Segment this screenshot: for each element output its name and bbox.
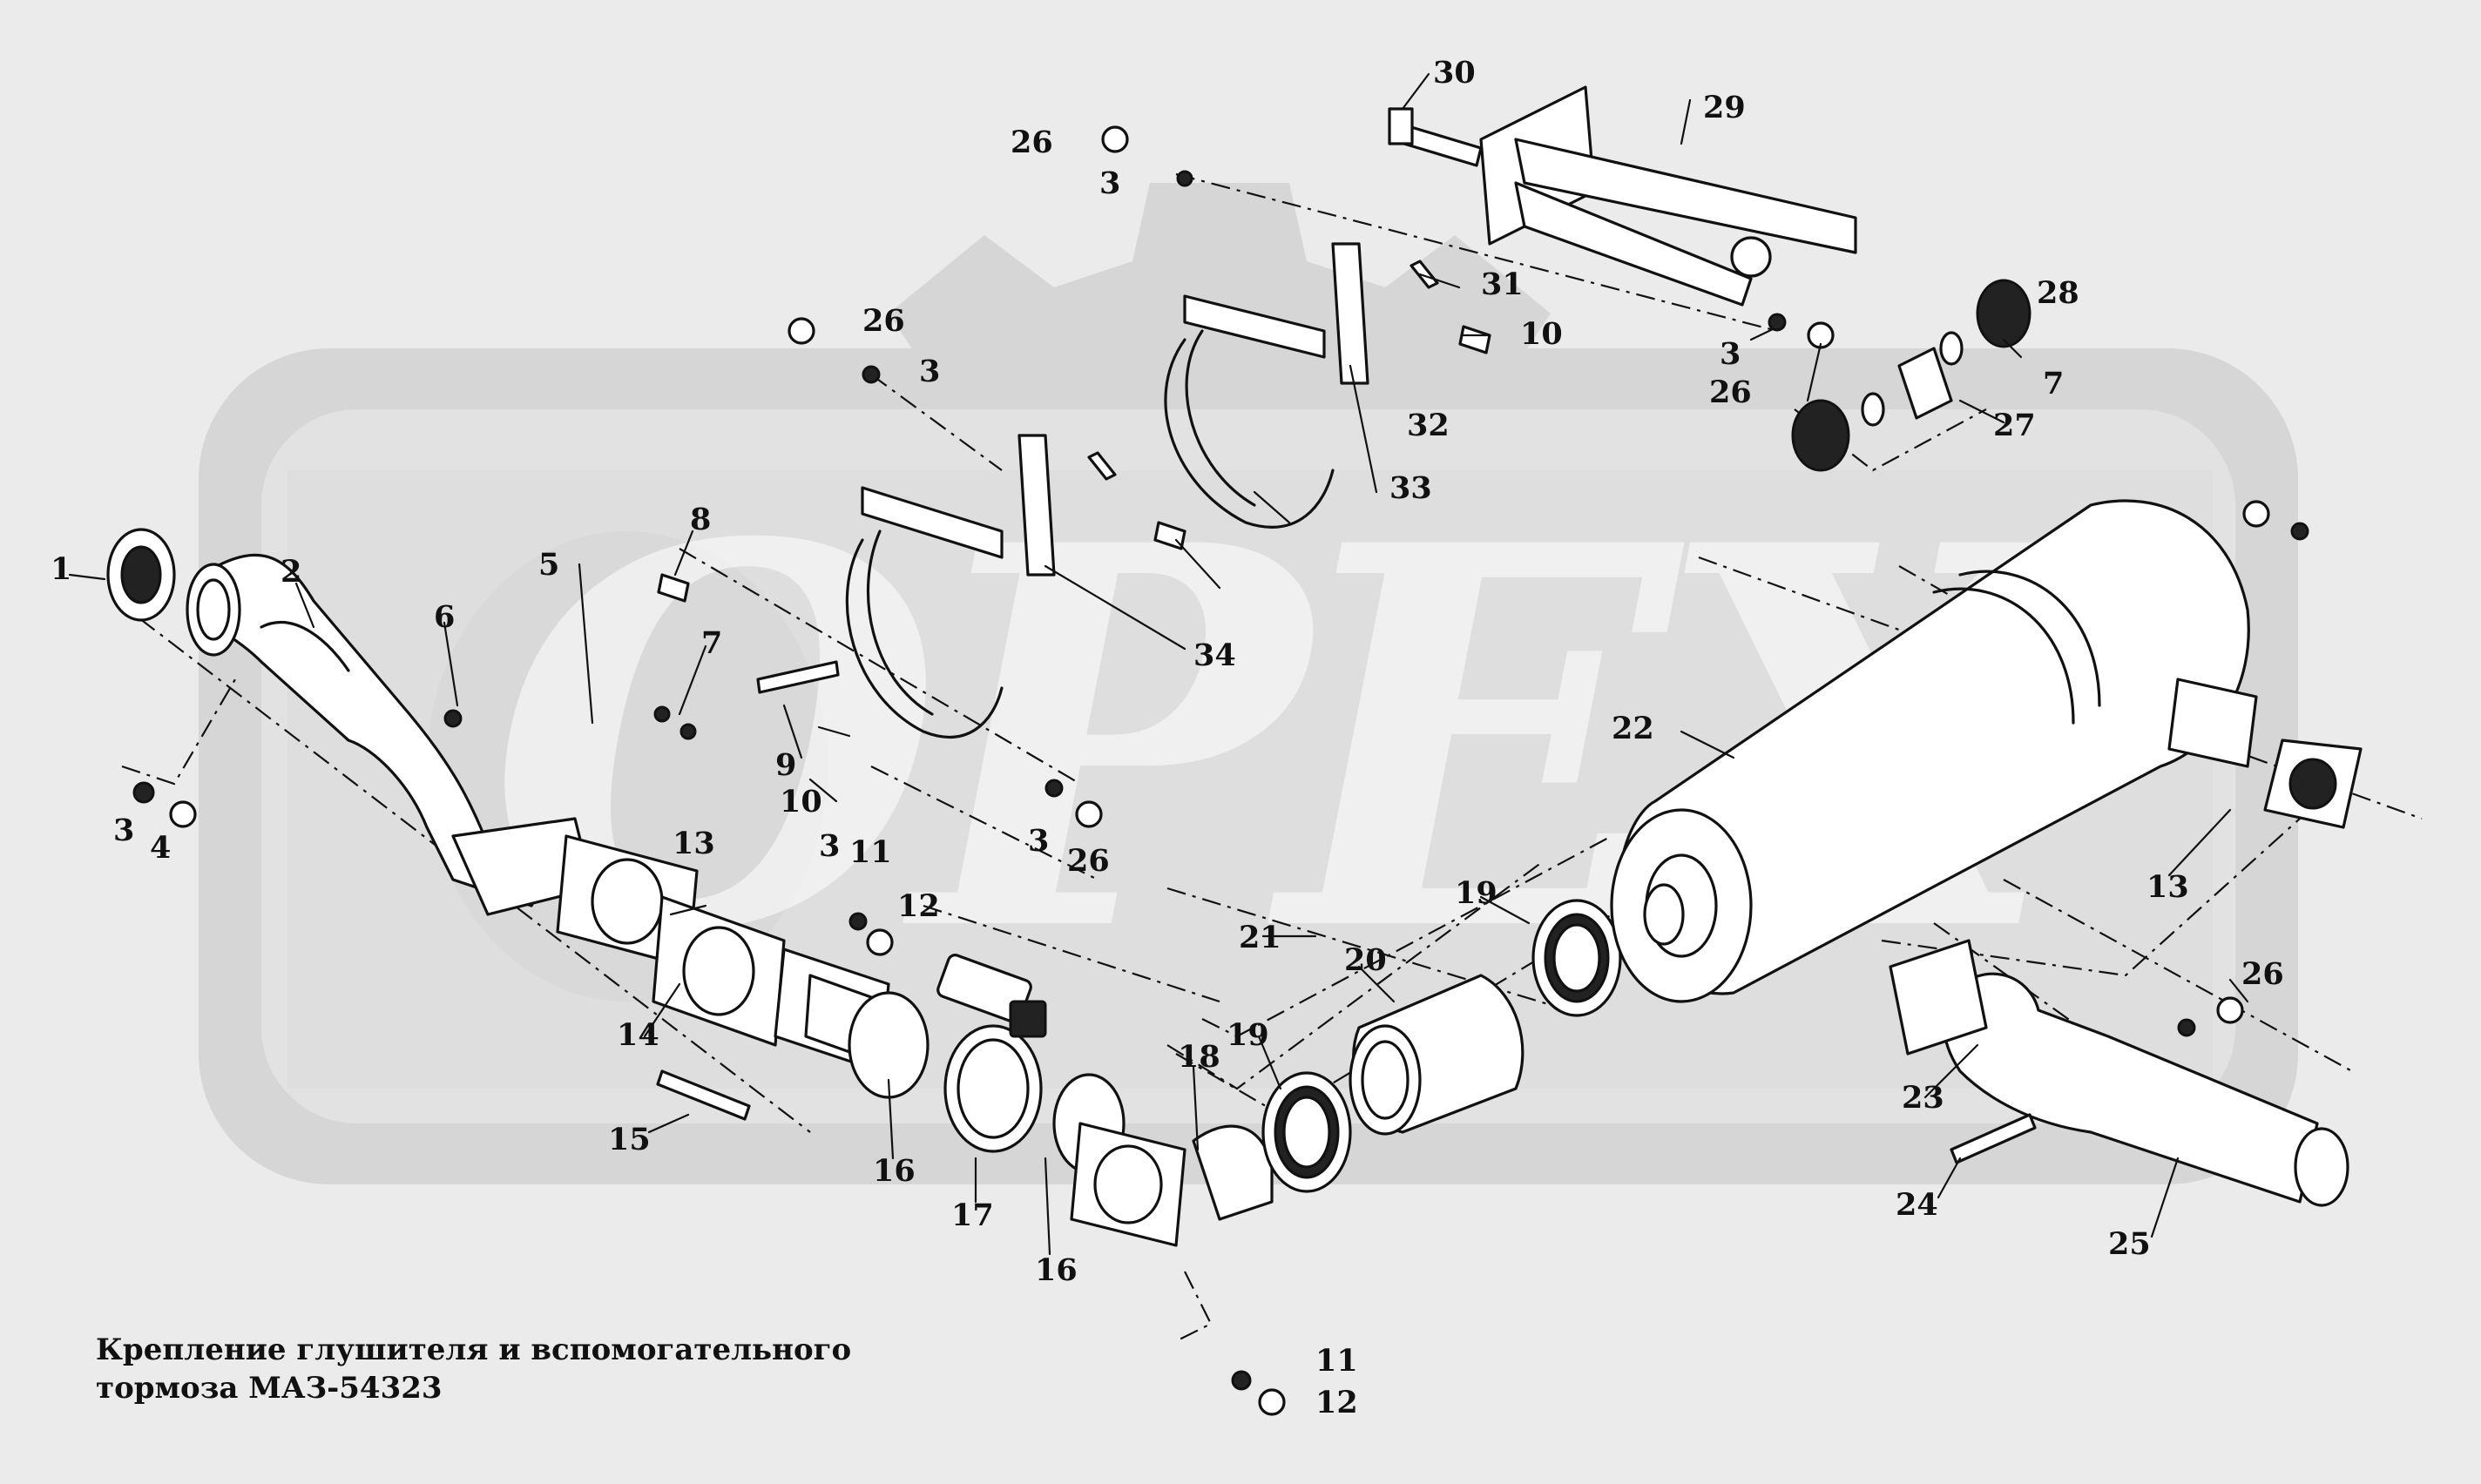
callout-25: 25 <box>2108 1226 2151 1262</box>
callout-26: 26 <box>2241 956 2284 992</box>
drawing-caption: Крепление глушителя и вспомогательного т… <box>96 1331 851 1407</box>
callout-9: 9 <box>775 747 796 783</box>
callout-30: 30 <box>1433 55 1476 91</box>
callout-labels: 1 2 3 3 3 3 3 3 4 5 6 7 7 8 9 10 10 11 1… <box>51 55 2284 1420</box>
leader-lines <box>68 72 2249 1256</box>
gasket-item-1 <box>106 528 176 622</box>
callout-31: 31 <box>1481 266 1524 302</box>
elbow-flange-item-18 <box>1070 1122 1274 1247</box>
callout-11: 11 <box>849 834 892 870</box>
callout-6: 6 <box>434 599 455 635</box>
tail-pipe-item-25 <box>1889 939 2349 1207</box>
callout-28: 28 <box>2037 275 2079 311</box>
caption-line-1: Крепление глушителя и вспомогательного <box>96 1332 852 1367</box>
callout-3: 3 <box>1099 165 1120 201</box>
callout-7: 7 <box>2043 366 2064 401</box>
callout-29: 29 <box>1703 90 1746 125</box>
callout-24: 24 <box>1896 1187 1938 1223</box>
callout-5: 5 <box>538 547 559 583</box>
muffler-item-22 <box>1610 499 2250 1003</box>
callout-17: 17 <box>951 1197 994 1233</box>
caption-line-2: тормоза МАЗ-54323 <box>96 1371 443 1406</box>
callout-8: 8 <box>690 502 711 537</box>
callout-11: 11 <box>1315 1343 1358 1379</box>
bracket-item-29 <box>1479 85 1857 307</box>
callout-20: 20 <box>1344 942 1387 978</box>
clamps-items-32-34 <box>845 242 1369 739</box>
flange-gaskets-items-13-14 <box>556 834 890 1073</box>
callout-34: 34 <box>1193 637 1236 673</box>
callout-3: 3 <box>113 813 134 848</box>
callout-15: 15 <box>608 1122 651 1157</box>
callout-10: 10 <box>780 784 822 820</box>
callout-12: 12 <box>1315 1385 1358 1420</box>
exhaust-brake-item-17 <box>848 954 1126 1174</box>
callout-22: 22 <box>1612 711 1654 746</box>
callout-32: 32 <box>1407 408 1450 443</box>
callout-27: 27 <box>1993 408 2036 443</box>
callout-3: 3 <box>819 828 840 864</box>
nuts-washers <box>132 125 2309 1416</box>
callout-16: 16 <box>1035 1252 1078 1288</box>
callout-23: 23 <box>1902 1080 1944 1116</box>
callout-26: 26 <box>1067 843 1110 879</box>
callout-18: 18 <box>1178 1039 1220 1075</box>
callout-3: 3 <box>919 354 940 389</box>
callout-19: 19 <box>1455 875 1497 911</box>
callout-26: 26 <box>1011 125 1053 160</box>
callout-19: 19 <box>1227 1017 1269 1053</box>
callout-3: 3 <box>1028 823 1049 859</box>
callout-16: 16 <box>873 1153 916 1189</box>
callout-14: 14 <box>617 1017 659 1053</box>
bolts <box>656 107 2037 1164</box>
callout-3: 3 <box>1720 336 1741 372</box>
callout-7: 7 <box>701 625 722 661</box>
callout-12: 12 <box>897 888 940 924</box>
callout-26: 26 <box>1709 374 1752 410</box>
callout-21: 21 <box>1239 920 1281 955</box>
callout-1: 1 <box>51 551 71 587</box>
callout-4: 4 <box>150 830 171 866</box>
callout-13: 13 <box>673 826 715 861</box>
bushings-items-27-28 <box>1791 279 2031 472</box>
gasket-item-13-right <box>2167 678 2363 829</box>
callout-33: 33 <box>1389 470 1432 506</box>
callout-10: 10 <box>1520 316 1563 352</box>
callout-26: 26 <box>862 303 905 339</box>
callout-2: 2 <box>281 554 301 590</box>
clamps-sleeve-items-19-20 <box>1261 899 1622 1193</box>
exhaust-pipe-item-2 <box>186 553 594 916</box>
callout-13: 13 <box>2146 869 2189 905</box>
